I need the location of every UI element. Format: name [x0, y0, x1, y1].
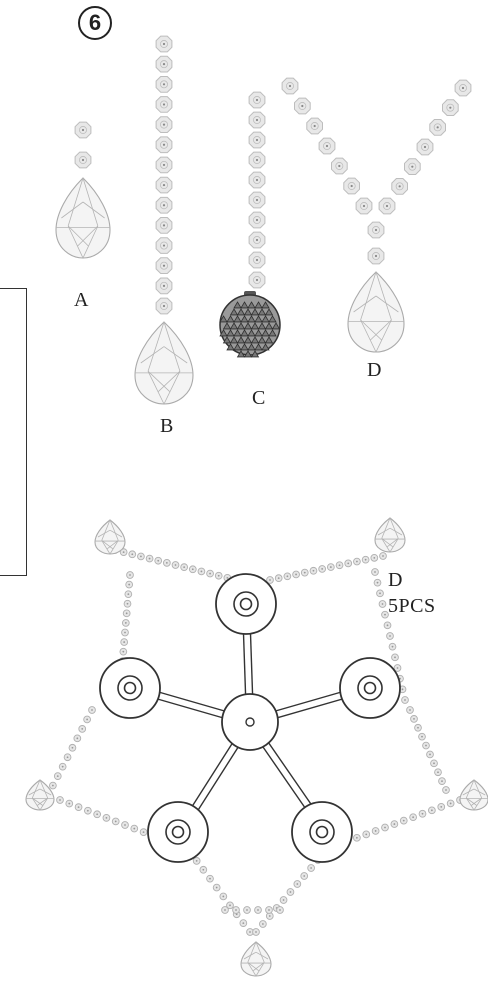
- octagon-bead-icon: [294, 97, 311, 115]
- octagon-bead-icon: [355, 197, 373, 215]
- pendant-d-label: D: [367, 359, 382, 381]
- octagon-bead-icon: [378, 197, 396, 215]
- teardrop-crystal-pendant-icon: [347, 271, 405, 353]
- octagon-bead-icon: [74, 121, 92, 139]
- octagon-bead-icon: [248, 171, 266, 189]
- octagon-bead-icon: [248, 91, 266, 109]
- octagon-bead-icon: [248, 191, 266, 209]
- teardrop-crystal-pendant-icon: [55, 177, 111, 259]
- candle-cup-bottom-right: [291, 801, 353, 863]
- octagon-bead-icon: [155, 35, 173, 53]
- octagon-bead-icon: [155, 237, 173, 254]
- octagon-bead-icon: [331, 157, 348, 175]
- teardrop-crystal-pendant-icon: [374, 517, 406, 553]
- octagon-bead-icon: [155, 257, 173, 274]
- pendant-a-label: A: [74, 289, 89, 311]
- octagon-bead-icon: [318, 137, 336, 155]
- octagon-bead-icon: [155, 297, 173, 315]
- candle-cup-top: [215, 573, 277, 635]
- octagon-bead-icon: [155, 96, 173, 113]
- octagon-bead-icon: [248, 111, 266, 129]
- octagon-bead-icon: [248, 151, 266, 169]
- octagon-bead-icon: [454, 79, 472, 97]
- teardrop-crystal-pendant-icon: [25, 779, 55, 811]
- octagon-bead-icon: [391, 178, 408, 195]
- octagon-bead-icon: [248, 131, 266, 149]
- teardrop-crystal-pendant-icon: [240, 941, 272, 977]
- corner-pendants: [25, 517, 488, 977]
- faceted-crystal-ball-icon: [219, 291, 281, 358]
- teardrop-crystal-pendant-icon: [134, 321, 194, 405]
- octagon-bead-icon: [281, 77, 299, 95]
- center-hub: [221, 693, 279, 751]
- pendant-b: [134, 35, 194, 405]
- octagon-bead-icon: [306, 117, 323, 135]
- callout-part-label: D: [388, 569, 403, 591]
- octagon-bead-icon: [429, 119, 446, 136]
- pendant-a: [55, 121, 111, 259]
- pendant-d: [281, 77, 472, 353]
- pendant-b-label: B: [160, 415, 174, 437]
- octagon-bead-icon: [404, 158, 421, 175]
- octagon-bead-icon: [248, 251, 266, 269]
- octagon-bead-icon: [367, 221, 385, 239]
- octagon-bead-icon: [248, 271, 266, 289]
- octagon-bead-icon: [155, 156, 173, 174]
- step-number: 6: [88, 10, 102, 35]
- teardrop-crystal-pendant-icon: [94, 519, 126, 555]
- candle-cup-right: [339, 657, 401, 719]
- octagon-bead-icon: [343, 177, 360, 195]
- octagon-bead-icon: [155, 116, 173, 133]
- candle-cup-left: [99, 657, 161, 719]
- chandelier-top-view: [25, 517, 488, 977]
- octagon-bead-icon: [155, 196, 173, 214]
- callout-quantity: 5PCS: [388, 595, 436, 617]
- octagon-bead-icon: [367, 247, 385, 265]
- octagon-bead-icon: [155, 55, 173, 73]
- octagon-bead-icon: [155, 277, 173, 295]
- pendant-c: [219, 91, 281, 358]
- octagon-bead-icon: [155, 136, 173, 154]
- octagon-bead-icon: [442, 99, 459, 116]
- teardrop-crystal-pendant-icon: [459, 779, 488, 811]
- candle-cup-bottom-left: [147, 801, 209, 863]
- side-note-box-edge: [0, 288, 27, 576]
- step-number-badge: 6: [78, 6, 112, 40]
- octagon-bead-icon: [248, 211, 266, 229]
- octagon-bead-icon: [155, 176, 173, 194]
- octagon-bead-icon: [155, 76, 173, 93]
- octagon-bead-icon: [248, 231, 266, 249]
- pendant-c-label: C: [252, 387, 266, 409]
- octagon-bead-icon: [74, 151, 92, 169]
- octagon-bead-icon: [416, 138, 434, 156]
- octagon-bead-icon: [155, 217, 173, 234]
